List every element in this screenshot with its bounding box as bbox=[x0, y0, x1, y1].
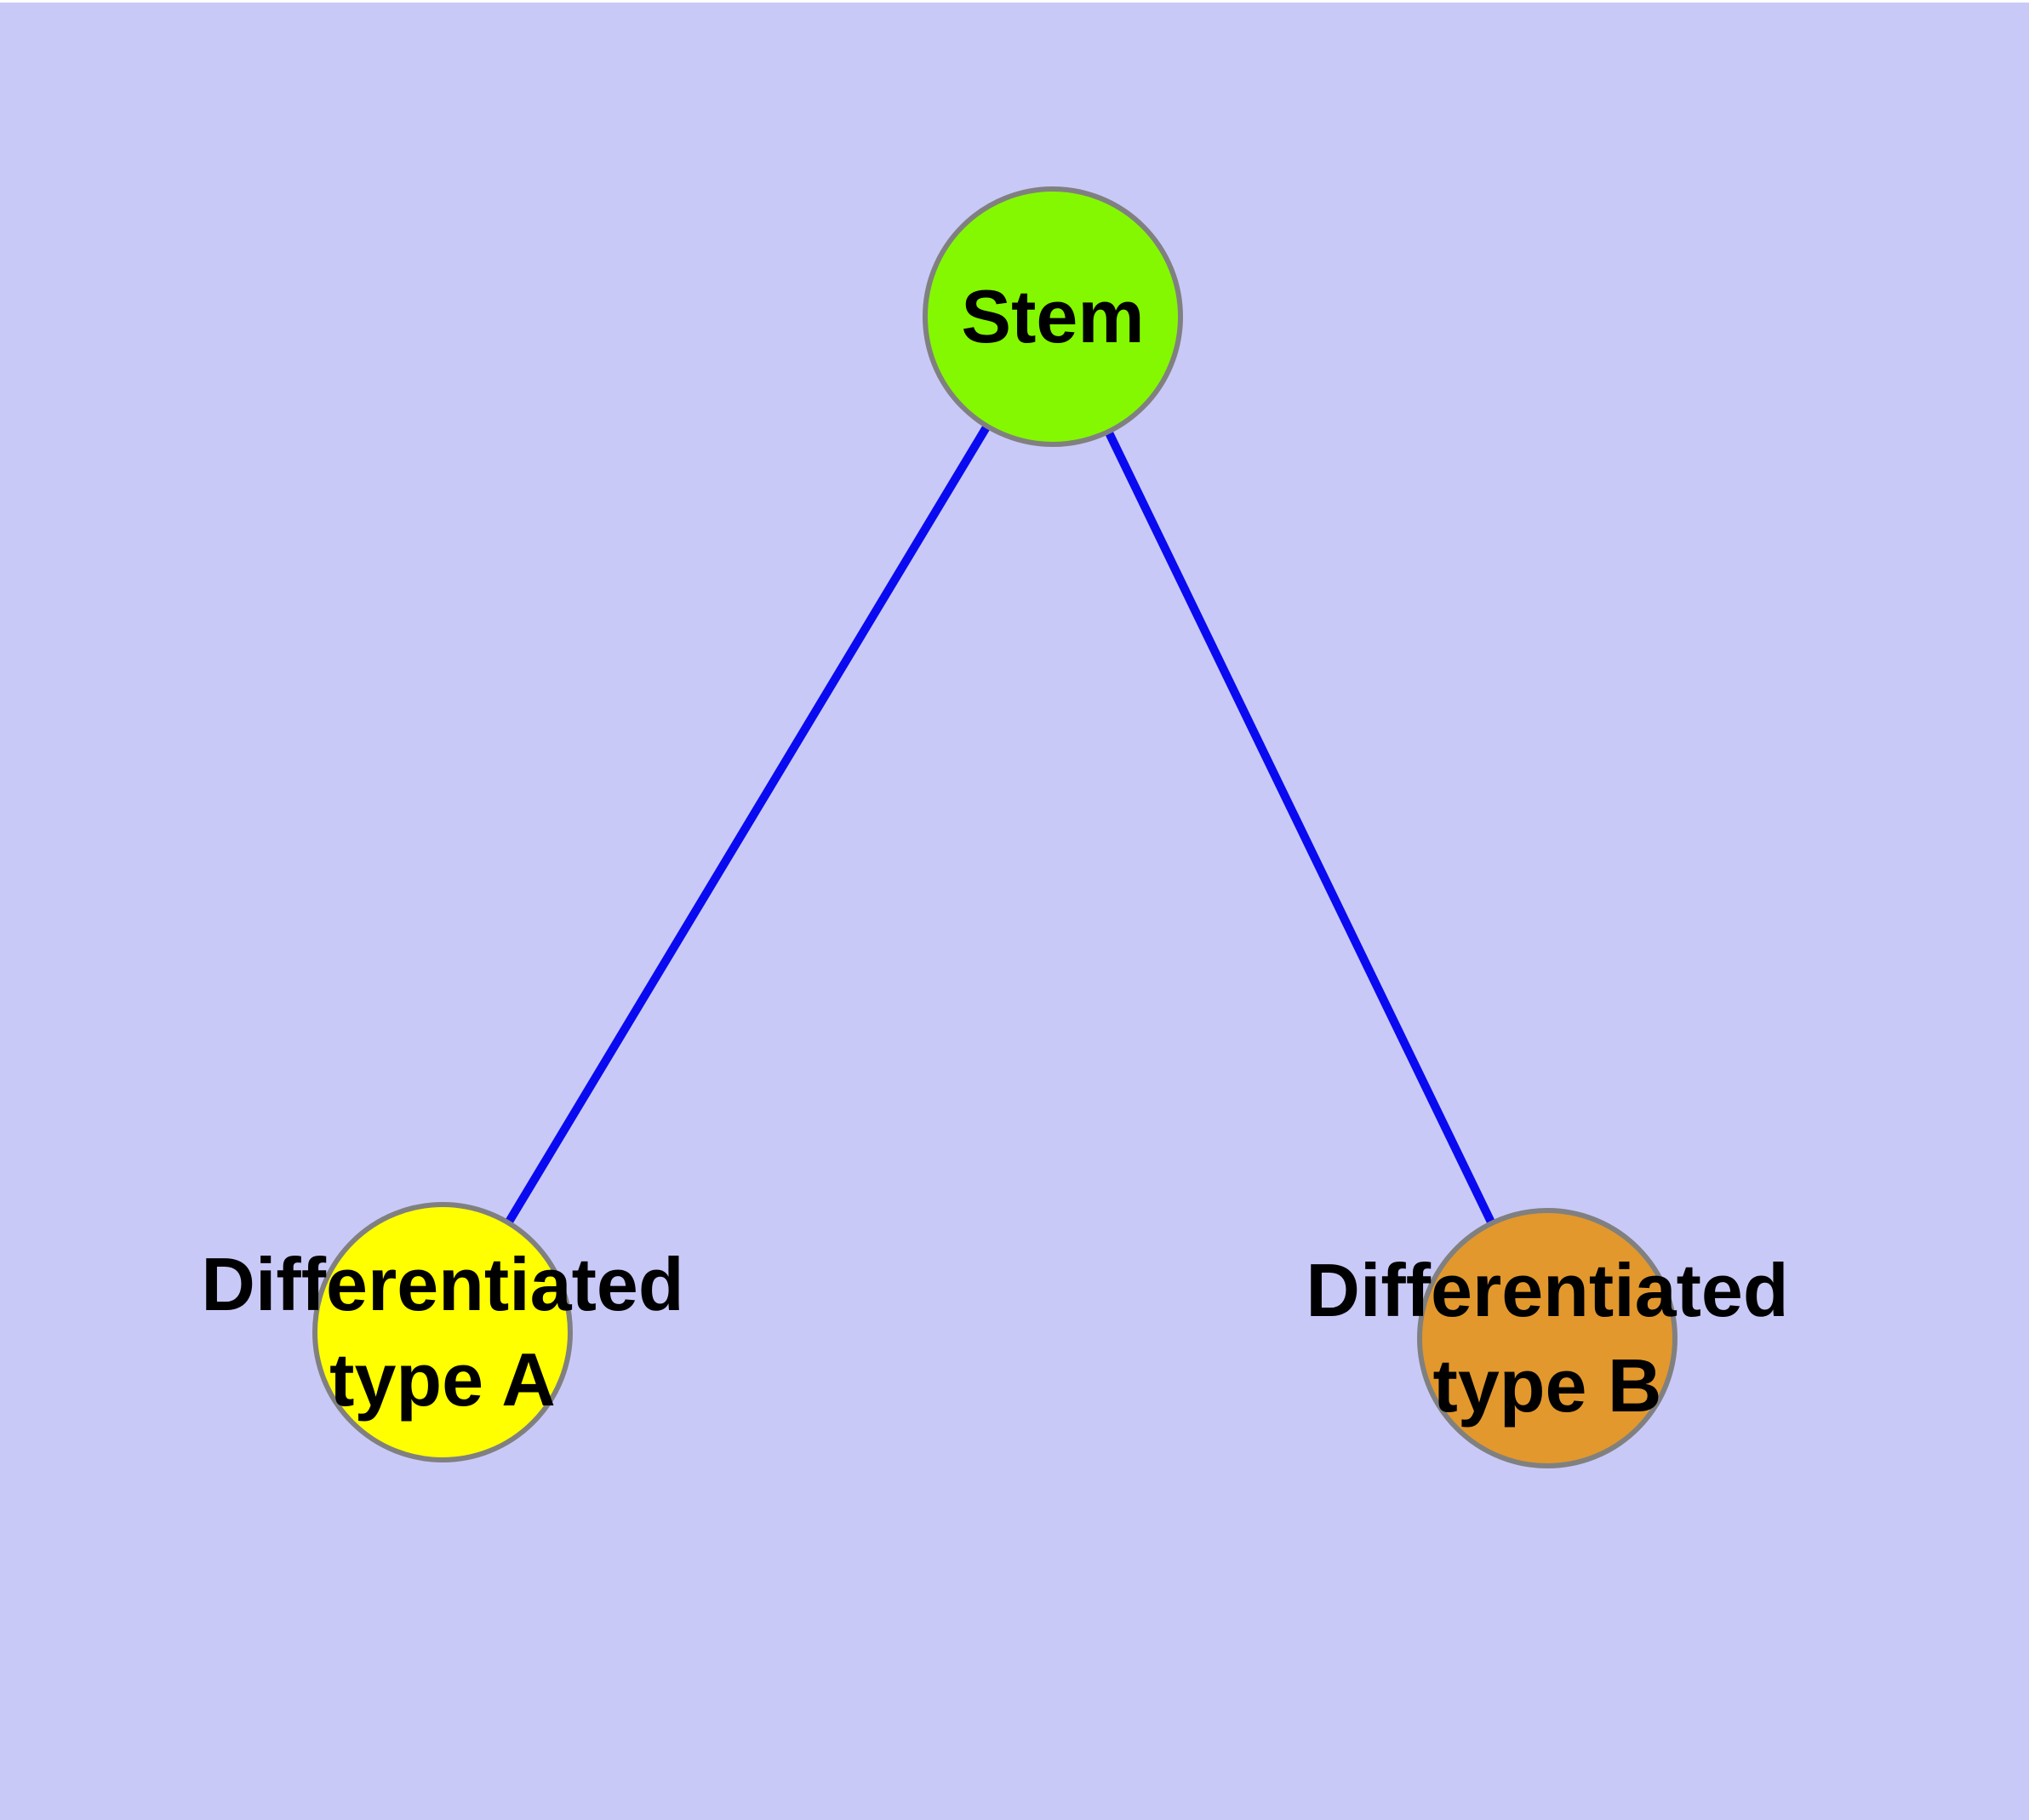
node-circle-stem bbox=[923, 186, 1183, 447]
top-margin-strip bbox=[0, 0, 2029, 3]
edge-stem-to-type-b bbox=[1049, 314, 1552, 1341]
edge-stem-to-type-a bbox=[438, 314, 1057, 1335]
node-circle-differentiated-type-a bbox=[312, 1202, 573, 1462]
node-circle-differentiated-type-b bbox=[1417, 1208, 1677, 1468]
